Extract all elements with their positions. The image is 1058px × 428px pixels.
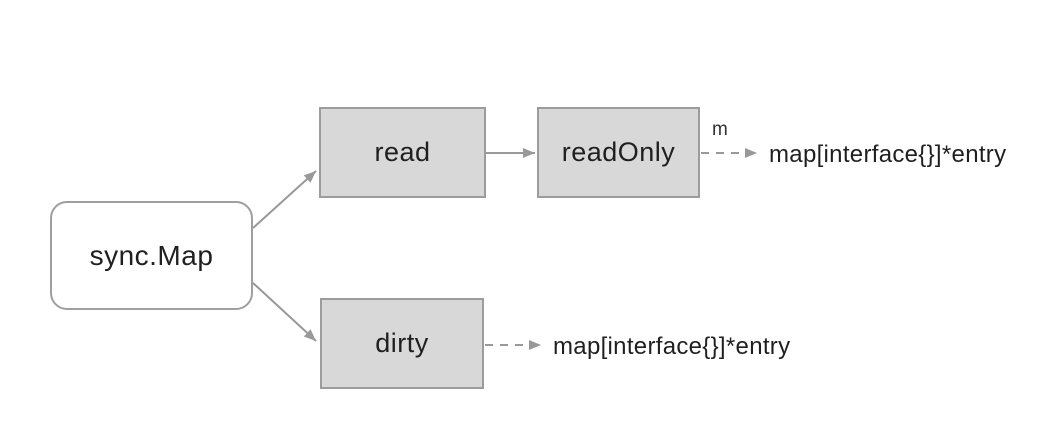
arrow-syncmap-to-read <box>252 170 317 229</box>
node-read: read <box>319 107 486 198</box>
dirty-map-type-text: map[interface{}]*entry <box>553 333 791 360</box>
node-readonly: readOnly <box>537 107 700 198</box>
edge-label-m: m <box>712 119 728 140</box>
arrow-syncmap-to-dirty <box>252 282 317 342</box>
node-sync-map-label: sync.Map <box>89 239 214 271</box>
node-read-label: read <box>374 137 431 167</box>
node-dirty: dirty <box>320 298 484 389</box>
node-sync-map: sync.Map <box>50 201 253 310</box>
readonly-map-type-text: map[interface{}]*entry <box>769 141 1007 168</box>
node-dirty-label: dirty <box>375 328 429 358</box>
node-readonly-label: readOnly <box>561 137 676 167</box>
